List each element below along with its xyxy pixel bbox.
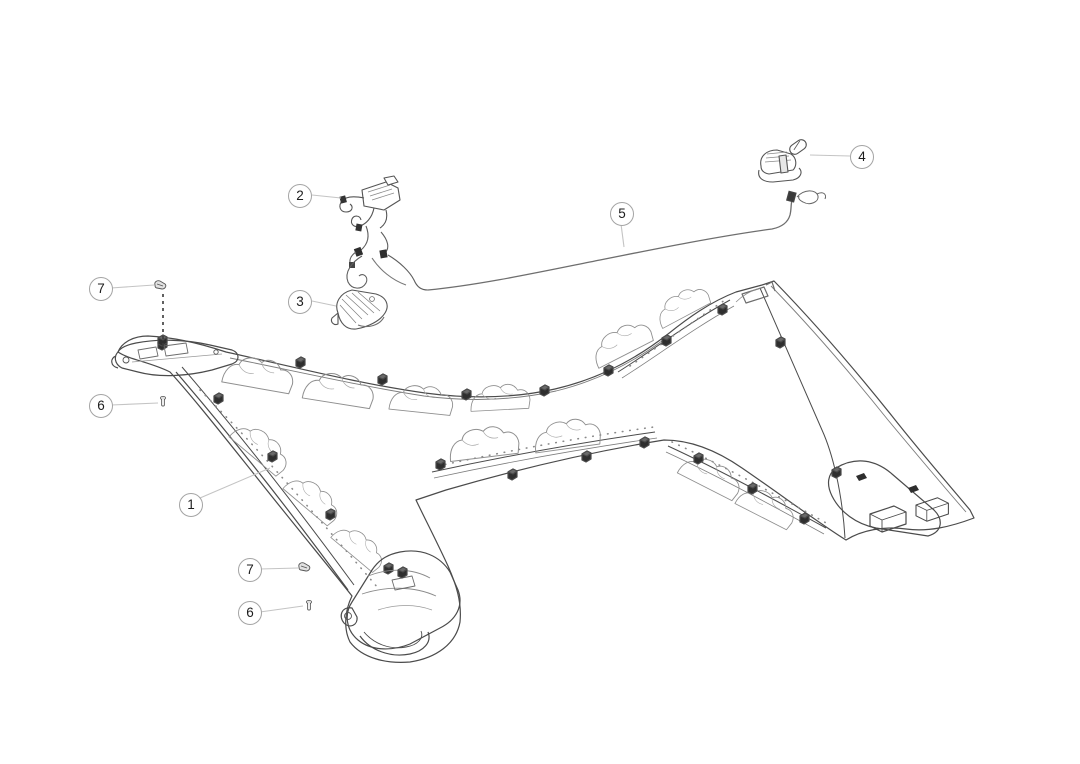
antenna-cable [427, 190, 826, 291]
fastener-pin-upper [159, 395, 167, 407]
callout-4[interactable]: 4 [850, 145, 874, 169]
leader-line-6-upper [110, 402, 159, 406]
left-end-bracket [111, 334, 239, 377]
leader-lines [110, 154, 851, 613]
leader-line-7-lower [259, 567, 299, 570]
panel-clips [157, 303, 810, 575]
wing-tip-bracket [735, 281, 776, 304]
retainer-clip-upper [154, 280, 167, 290]
callout-7-lower[interactable]: 7 [238, 558, 262, 582]
callout-5[interactable]: 5 [610, 202, 634, 226]
panel-outline [117, 280, 975, 663]
callout-2[interactable]: 2 [288, 184, 312, 208]
callout-3[interactable]: 3 [288, 290, 312, 314]
crossbar-rail-inner [433, 437, 658, 479]
flap-outer-inner-line [770, 285, 967, 513]
rivet-dots [199, 297, 829, 589]
retainer-clip-lower [298, 562, 311, 572]
leader-line-3 [311, 300, 337, 307]
leg-rail-inner [665, 451, 825, 535]
rear-corner-bracket [827, 460, 949, 537]
callout-1[interactable]: 1 [179, 493, 203, 517]
front-rail-inner [181, 366, 355, 586]
leader-line-7-upper [110, 284, 155, 289]
headliner-panel [111, 280, 975, 663]
fastener-pin-lower [305, 600, 313, 611]
roof-console-part [339, 175, 401, 232]
callout-6-upper[interactable]: 6 [89, 394, 113, 418]
front-rail [175, 371, 349, 591]
rear-lamp-part [758, 139, 807, 183]
leader-line-2 [311, 194, 342, 199]
front-corner-bracket [340, 550, 461, 656]
wing-rail-inner [621, 305, 735, 379]
foam-pads [221, 280, 800, 574]
leader-line-5 [620, 223, 625, 248]
leader-line-6-lower [259, 605, 304, 613]
wiring-harness [346, 225, 429, 291]
callout-7-upper[interactable]: 7 [89, 277, 113, 301]
callout-6-lower[interactable]: 6 [238, 601, 262, 625]
leader-line-1 [199, 467, 271, 499]
flap-inner-edge [759, 287, 846, 539]
interior-lamp-part [330, 289, 388, 330]
crossbar-rail [431, 431, 656, 473]
leader-line-4 [809, 154, 851, 157]
